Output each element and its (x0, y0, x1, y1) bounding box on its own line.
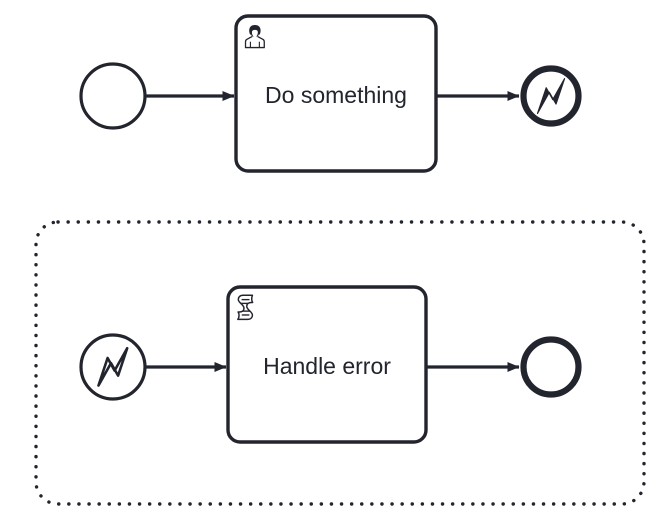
script-task-icon (237, 294, 254, 321)
user-task-icon (244, 25, 265, 49)
start-event[interactable] (79, 62, 147, 130)
handle-error-task[interactable] (226, 285, 428, 444)
end-event[interactable] (520, 336, 582, 398)
error-end-event-icon (536, 78, 566, 115)
do-something-task-label: Do something (265, 82, 407, 108)
error-start-event-icon (97, 346, 129, 387)
handle-error-task-label: Handle error (263, 353, 391, 379)
do-something-task[interactable] (234, 14, 438, 173)
